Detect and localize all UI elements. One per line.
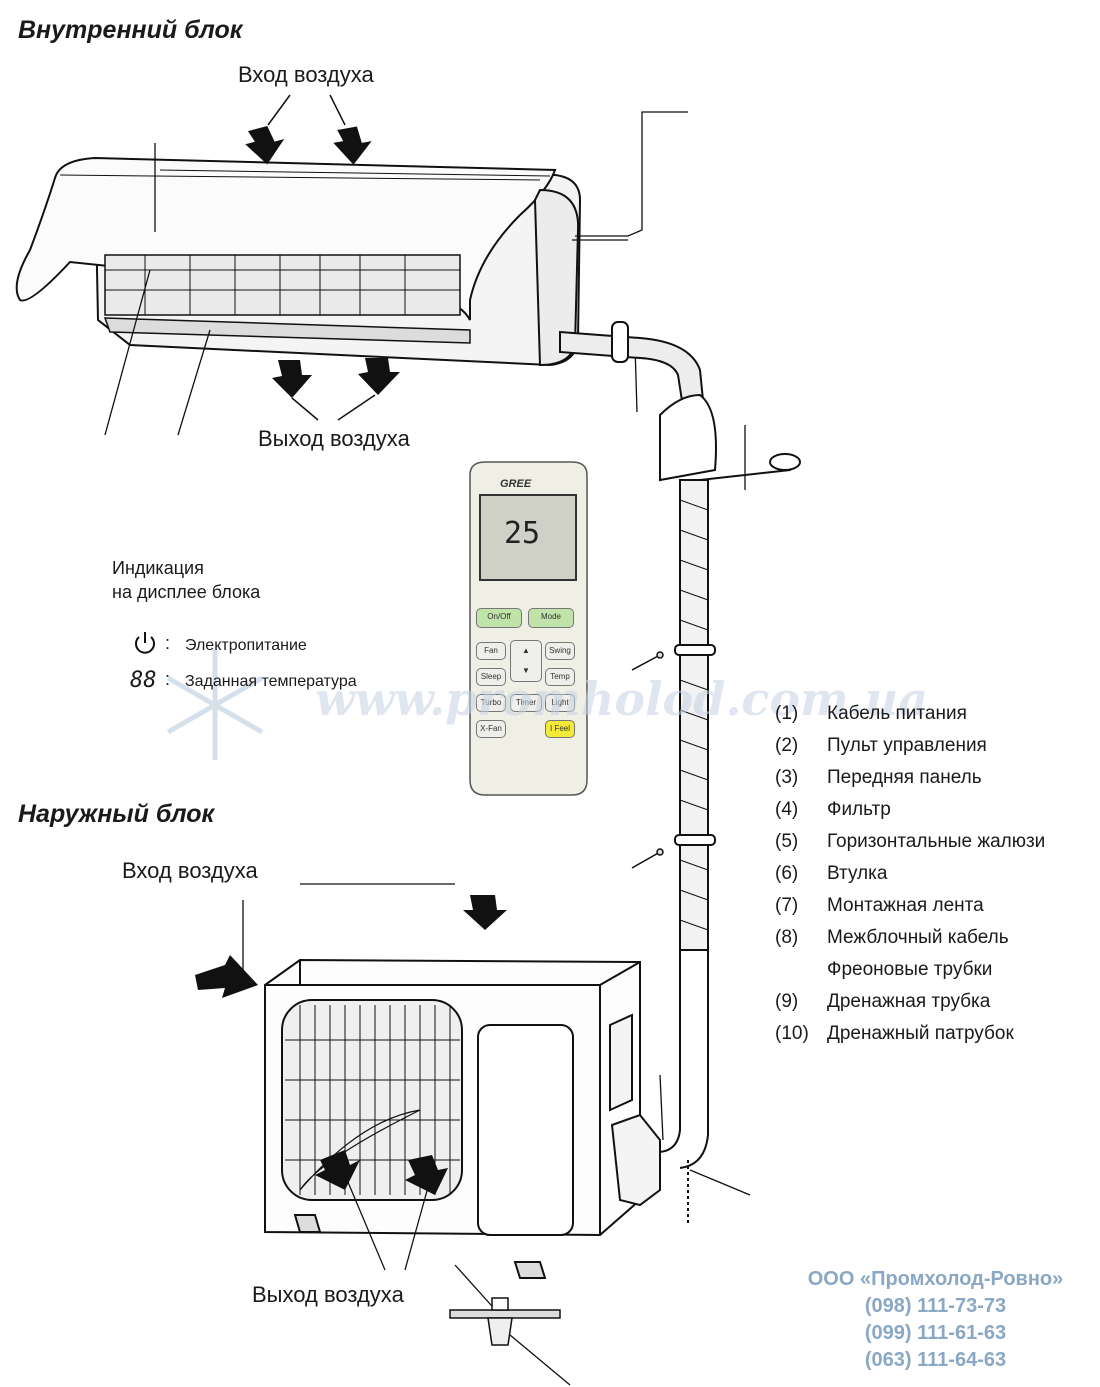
outdoor-title: Наружный блок [18,800,215,828]
indoor-air-out-label: Выход воздуха [258,426,410,451]
remote-brand: GREE [500,478,532,490]
outdoor-air-out-arrows [315,1150,448,1195]
power-icon [132,630,158,656]
remote-xfan-button[interactable]: X-Fan [476,720,506,738]
pipe-bundle [559,321,801,1225]
indoor-air-out-arrows [272,358,400,398]
power-label: Электропитание [185,637,307,654]
contact-company: ООО «Промхолод-Ровно» [807,1268,1064,1290]
temp-segment-icon: 88 [130,668,157,693]
indoor-title: Внутренний блок [18,16,243,44]
remote-timer-button[interactable]: Timer [510,694,542,712]
temp-label: Заданная температура [185,673,357,690]
contact-phone[interactable]: (099) 111-61-63 [864,1322,1007,1344]
outdoor-air-in-label: Вход воздуха [122,858,258,883]
remote-fan-button[interactable]: Fan [476,642,506,660]
drain-nipple [449,1297,561,1346]
outdoor-air-out-label: Выход воздуха [252,1282,404,1307]
remote-control [469,461,588,796]
remote-swing-button[interactable]: Swing [545,642,575,660]
contact-phone[interactable]: (098) 111-73-73 [864,1295,1007,1317]
screws [631,651,664,869]
indoor-air-in-arrows [245,125,372,165]
outdoor-unit [264,958,661,1279]
remote-onoff-button[interactable]: On/Off [476,608,522,628]
watermark: www.promholod.com.ua [315,672,929,726]
indoor-air-in-label: Вход воздуха [238,62,374,87]
display-title-line2: на дисплее блока [112,582,261,602]
power-colon: : [165,633,171,653]
remote-up-down-button[interactable]: ▲▼ [510,640,542,682]
contact-phone[interactable]: (063) 111-64-63 [864,1349,1007,1371]
remote-sleep-button[interactable]: Sleep [476,668,506,686]
indoor-unit [15,156,582,367]
remote-ifeel-button[interactable]: I Feel [545,720,575,738]
outdoor-air-in-arrows [195,895,507,998]
remote-mode-button[interactable]: Mode [528,608,574,628]
temp-colon: : [165,669,171,689]
watermark-snowflake-icon [166,650,264,760]
remote-light-button[interactable]: Light [545,694,575,712]
display-title-line1: Индикация [112,558,204,578]
remote-temp-button[interactable]: Temp [545,668,575,686]
remote-temp-display: 25 [504,516,541,551]
remote-turbo-button[interactable]: Turbo [476,694,506,712]
